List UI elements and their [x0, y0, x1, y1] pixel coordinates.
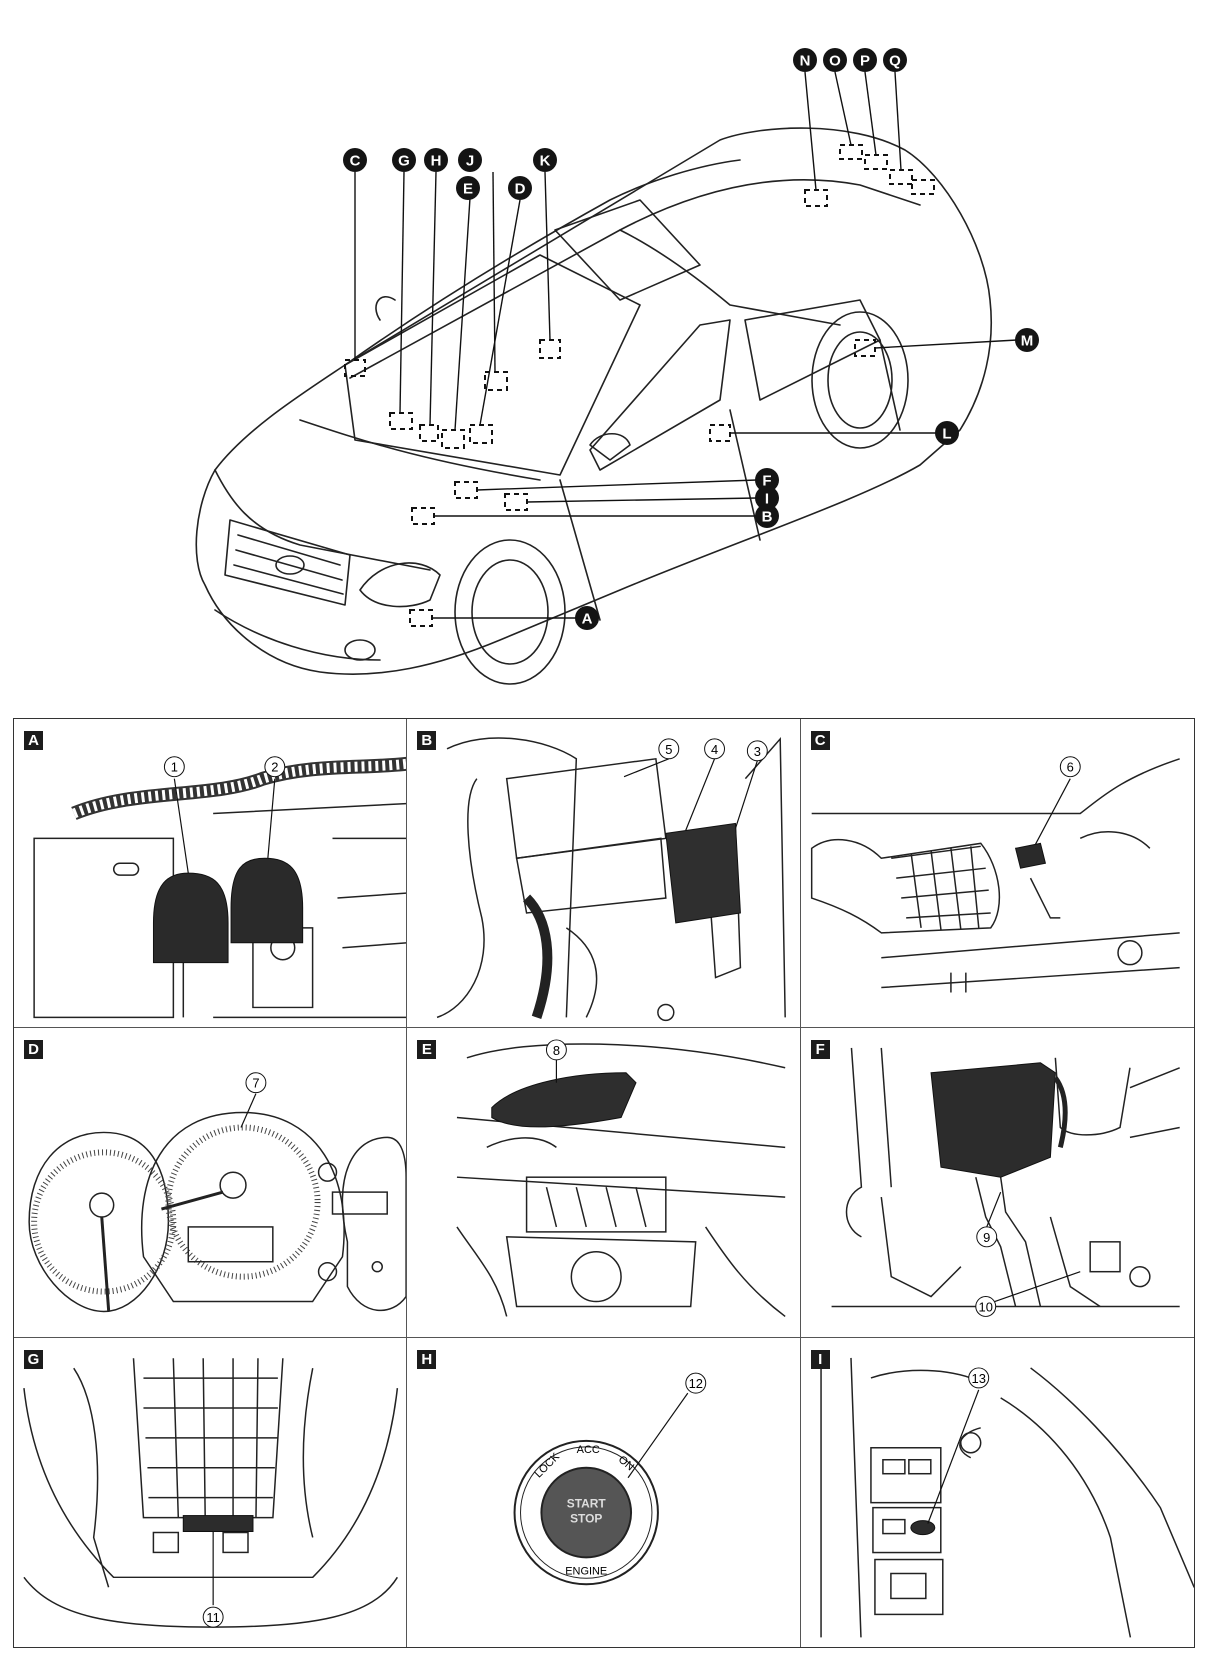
panel-label: G — [24, 1349, 43, 1369]
panel-h: H START STOP LOCK ACC ON ENGINE 12 — [407, 1337, 801, 1647]
panel-c: C 6 — [800, 719, 1194, 1029]
callout-l: L — [935, 421, 959, 445]
start-text: START — [567, 1496, 607, 1510]
callout-b: B — [755, 504, 779, 528]
svg-text:D: D — [515, 181, 526, 198]
svg-text:B: B — [762, 509, 773, 526]
stop-text: STOP — [570, 1511, 602, 1525]
callout-13: 13 — [971, 1371, 985, 1386]
switch-panel-illustration: 13 — [819, 1357, 1194, 1638]
callout-2: 2 — [271, 760, 278, 775]
console-illustration: 11 — [23, 1357, 399, 1628]
callout-6: 6 — [1066, 760, 1073, 775]
svg-text:Q: Q — [889, 53, 901, 70]
callout-q: Q — [883, 48, 907, 72]
svg-text:A: A — [582, 611, 593, 628]
callout-m: M — [1015, 328, 1039, 352]
panel-label: D — [24, 1040, 43, 1060]
svg-text:F: F — [762, 473, 771, 490]
engine-text: ENGINE — [566, 1565, 608, 1577]
callout-n: N — [793, 48, 817, 72]
svg-text:I: I — [765, 491, 769, 508]
callout-d: D — [508, 176, 532, 200]
panel-a: A 1 2 — [14, 719, 408, 1029]
callout-c: C — [343, 148, 367, 172]
combination-meter-illustration: 7 — [28, 1072, 407, 1313]
detail-grid: A 1 2 B — [13, 718, 1195, 1648]
svg-text:L: L — [942, 426, 951, 443]
steering-column-illustration: 9 10 — [831, 1048, 1180, 1318]
panel-label: E — [417, 1040, 437, 1060]
callout-3: 3 — [754, 744, 761, 759]
panel-label: F — [810, 1040, 830, 1060]
callout-1: 1 — [171, 760, 178, 775]
panel-g: G 11 — [14, 1337, 408, 1647]
callout-12: 12 — [689, 1376, 703, 1391]
panel-e: E 8 — [407, 1028, 801, 1338]
accelerator-pedal-illustration: 6 — [810, 756, 1180, 993]
engine-room-illustration: 5 4 3 — [437, 736, 787, 1022]
svg-text:O: O — [829, 53, 841, 70]
callout-4: 4 — [711, 742, 718, 757]
callout-5: 5 — [666, 742, 673, 757]
vehicle-overview: A B C D E F G H I J K L M N O P Q — [195, 48, 1039, 685]
svg-text:E: E — [463, 181, 473, 198]
callout-o: O — [823, 48, 847, 72]
callout-a: A — [575, 606, 599, 630]
callout-k: K — [533, 148, 557, 172]
horn-illustration: 1 2 — [33, 756, 407, 1019]
svg-text:G: G — [398, 153, 410, 170]
panel-label: C — [810, 731, 830, 750]
svg-text:C: C — [350, 153, 361, 170]
push-button-ignition-switch: START STOP LOCK ACC ON ENGINE 12 — [513, 1372, 707, 1585]
svg-text:M: M — [1021, 333, 1034, 350]
svg-text:J: J — [466, 153, 474, 170]
callout-11: 11 — [206, 1610, 219, 1625]
panel-b: B 5 4 3 — [407, 719, 801, 1029]
panel-d: D 7 — [14, 1028, 408, 1338]
panel-i: I 13 — [801, 1338, 1194, 1647]
callout-p: P — [853, 48, 877, 72]
callout-10: 10 — [978, 1300, 992, 1315]
svg-text:K: K — [540, 153, 551, 170]
svg-text:H: H — [431, 153, 442, 170]
callout-9: 9 — [983, 1230, 990, 1245]
bcm-illustration: 8 — [456, 1039, 786, 1318]
callout-e: E — [456, 176, 480, 200]
callout-f: F — [755, 468, 779, 492]
callout-i: I — [755, 486, 779, 510]
panel-label: I — [810, 1349, 830, 1369]
panel-label: H — [417, 1349, 437, 1369]
callout-7: 7 — [252, 1076, 259, 1091]
panel-label: A — [24, 731, 43, 750]
svg-text:P: P — [860, 53, 870, 70]
callout-g: G — [392, 148, 416, 172]
acc-text: ACC — [577, 1443, 600, 1455]
panel-f: F 9 10 — [800, 1028, 1194, 1338]
callout-j: J — [458, 148, 482, 172]
callout-8: 8 — [553, 1043, 560, 1058]
svg-text:N: N — [800, 53, 811, 70]
callout-h: H — [424, 148, 448, 172]
panel-label: B — [417, 731, 437, 750]
